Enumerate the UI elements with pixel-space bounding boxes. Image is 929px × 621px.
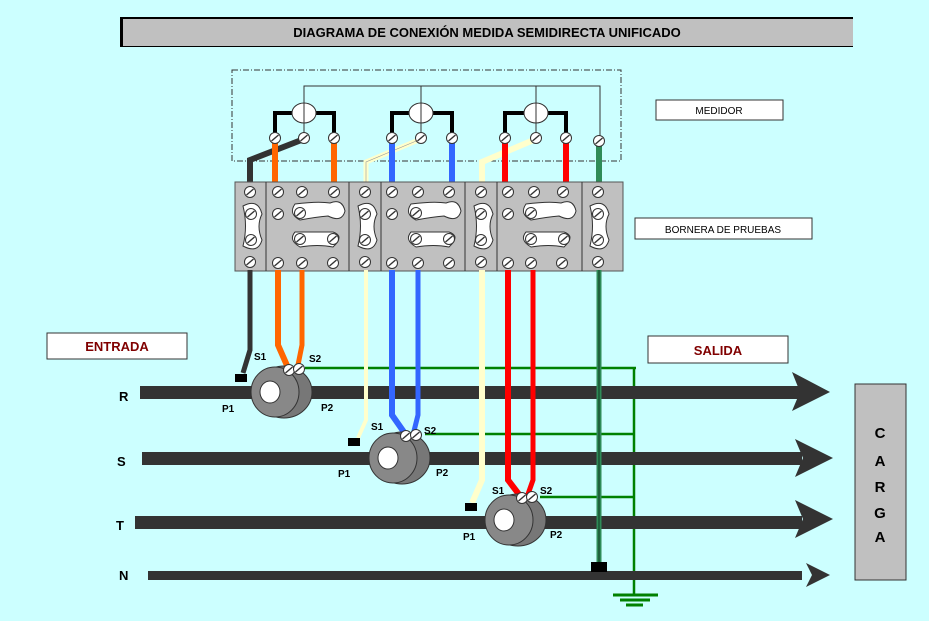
- diagram-title: DIAGRAMA DE CONEXIÓN MEDIDA SEMIDIRECTA …: [293, 25, 681, 40]
- phase-label-T: T: [116, 518, 124, 533]
- meter-label: MEDIDOR: [695, 106, 742, 117]
- ct-s-p2: P2: [436, 468, 449, 479]
- neutral-clamp: [591, 562, 607, 572]
- load-letter: A: [875, 529, 886, 546]
- lower-wires: [240, 270, 602, 565]
- meter-enclosure: [231, 69, 622, 162]
- ct-R: [235, 362, 313, 419]
- ct-r-s2: S2: [309, 354, 322, 365]
- ct-s-p1: P1: [338, 469, 351, 480]
- busbar-T: [135, 500, 833, 538]
- meter-internals: [273, 85, 601, 140]
- ct-r-s1: S1: [254, 352, 267, 363]
- load-letter: G: [874, 505, 886, 522]
- ct-s-s2: S2: [424, 426, 437, 437]
- test-block-label: BORNERA DE PRUEBAS: [665, 225, 781, 236]
- output-label: SALIDA: [694, 343, 743, 358]
- input-label-box: ENTRADA: [46, 332, 188, 360]
- load-letter: A: [875, 453, 886, 470]
- input-label: ENTRADA: [85, 339, 149, 354]
- output-label-box: SALIDA: [647, 335, 789, 364]
- ct-t-s2: S2: [540, 486, 553, 497]
- load-letter: C: [875, 425, 886, 442]
- busbar-S: [142, 439, 833, 477]
- phase-label-N: N: [119, 568, 128, 583]
- ct-t-p2: P2: [550, 530, 563, 541]
- busbar-N: [148, 563, 830, 587]
- ct-S: [348, 428, 431, 485]
- load-box: C A R G A: [854, 383, 907, 581]
- upper-wires: [247, 136, 602, 183]
- ct-t-p1: P1: [463, 532, 476, 543]
- ct-T: [465, 490, 547, 547]
- meter-terminals: [268, 131, 606, 148]
- meter-label-box: MEDIDOR: [655, 99, 784, 121]
- phase-label-S: S: [117, 454, 126, 469]
- ct-t-s1: S1: [492, 486, 505, 497]
- test-block-label-box: BORNERA DE PRUEBAS: [634, 217, 813, 240]
- test-block: [234, 181, 624, 272]
- phase-label-R: R: [119, 389, 129, 404]
- title-bar: DIAGRAMA DE CONEXIÓN MEDIDA SEMIDIRECTA …: [120, 17, 853, 47]
- ct-s-s1: S1: [371, 422, 384, 433]
- ct-r-p1: P1: [222, 404, 235, 415]
- ct-r-p2: P2: [321, 403, 334, 414]
- load-letter: R: [875, 479, 886, 496]
